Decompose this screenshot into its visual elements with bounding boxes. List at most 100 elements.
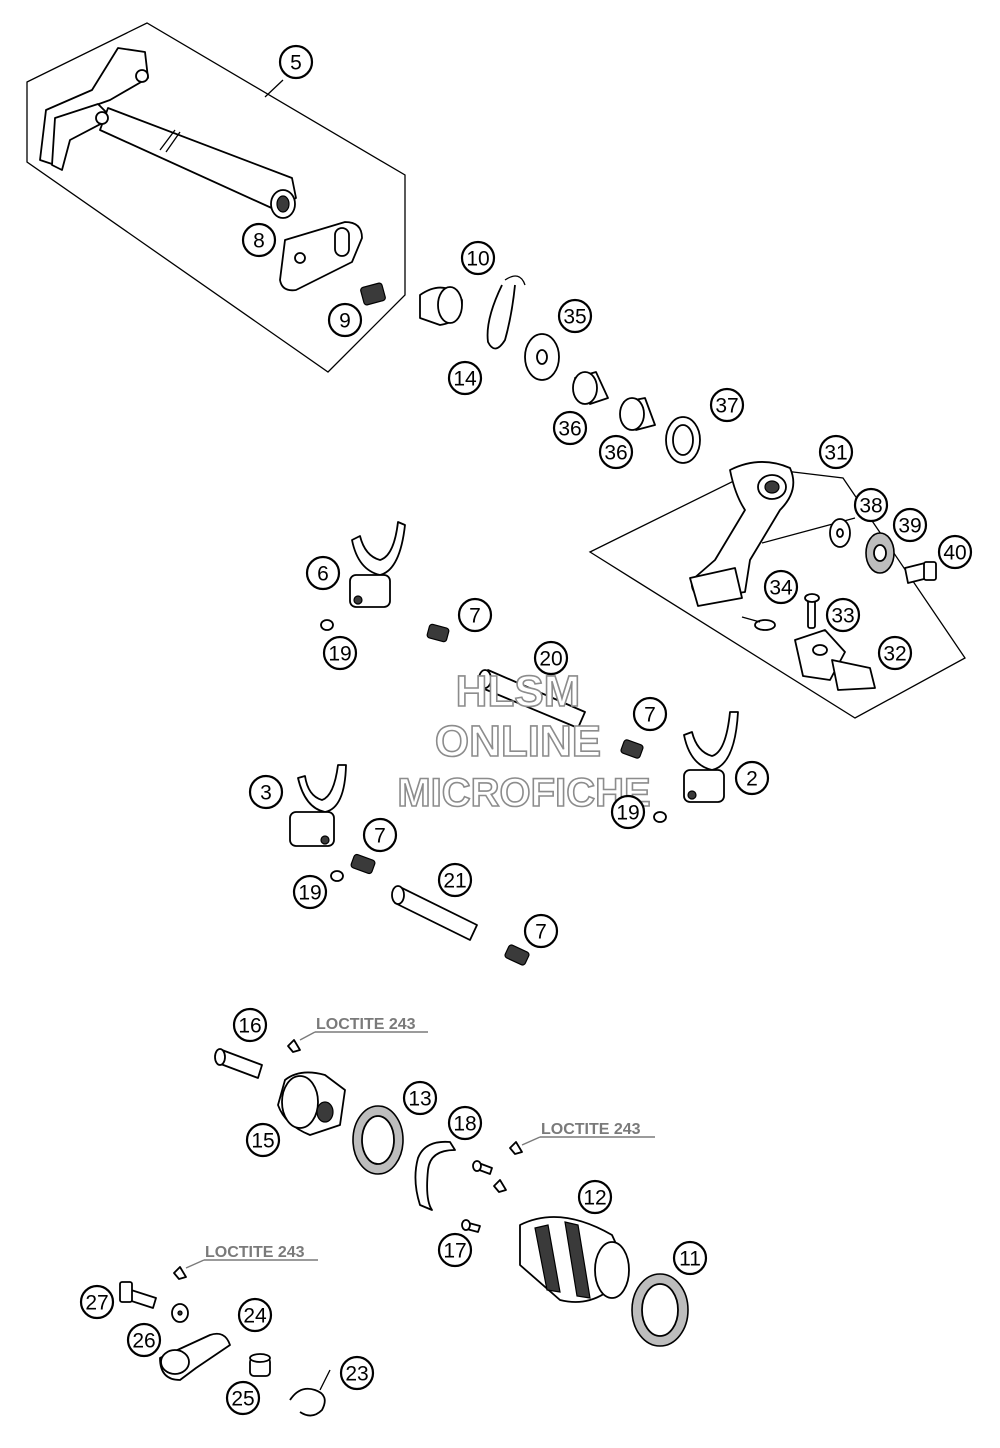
callout-27: 27	[79, 1284, 115, 1320]
spring-clip-14-part	[486, 275, 526, 350]
spring-7c-part	[350, 853, 376, 875]
loctite-note-1: LOCTITE 243	[299, 1016, 428, 1041]
loctite-note-3: LOCTITE 243	[185, 1244, 318, 1269]
pin-33-part	[804, 593, 820, 629]
screw-17a-part	[472, 1160, 493, 1175]
loctite-note-1-text: LOCTITE 243	[316, 1016, 416, 1033]
bolt-27-part	[119, 1281, 157, 1309]
spring-7b-part	[620, 739, 644, 759]
callout-38: 38	[853, 487, 889, 523]
svg-text:32: 32	[883, 643, 906, 666]
clip-34-part	[741, 616, 776, 631]
roller-19a-part	[320, 619, 334, 631]
callout-7b: 7	[632, 696, 668, 732]
roller-19c-part	[330, 870, 344, 882]
clip-10-part	[419, 286, 463, 326]
bolt-40-part	[904, 561, 937, 584]
watermark: HLSM ONLINE MICROFICHE	[397, 666, 652, 816]
shift-fork-3-part	[289, 764, 347, 847]
svg-text:36: 36	[604, 442, 627, 465]
svg-text:34: 34	[769, 577, 793, 600]
svg-text:27: 27	[85, 1292, 108, 1315]
callout-21: 21	[437, 862, 473, 898]
callout-32: 32	[877, 635, 913, 671]
watermark-line-3: MICROFICHE	[397, 771, 650, 815]
svg-text:12: 12	[583, 1187, 606, 1210]
shift-shaft-group-outline	[26, 22, 406, 373]
shift-drum-12-part	[519, 1216, 630, 1303]
svg-text:18: 18	[453, 1113, 476, 1136]
svg-text:7: 7	[644, 704, 656, 727]
svg-text:19: 19	[298, 882, 321, 905]
shift-lever-group-outline	[588, 467, 966, 719]
bushing-36a-part	[572, 371, 609, 405]
loctite-drop-1-icon	[287, 1039, 301, 1053]
svg-text:5: 5	[290, 52, 302, 75]
callout-15: 15	[245, 1122, 281, 1158]
svg-text:17: 17	[443, 1240, 466, 1263]
loctite-drop-2-icon	[509, 1141, 523, 1155]
svg-text:31: 31	[824, 442, 847, 465]
callout-26: 26	[126, 1322, 162, 1358]
return-plate-part	[279, 221, 363, 292]
shift-rail-20-part	[478, 669, 586, 729]
svg-text:14: 14	[453, 368, 477, 391]
shift-lever-31-part	[689, 461, 795, 607]
svg-text:3: 3	[260, 782, 272, 805]
svg-text:21: 21	[443, 870, 466, 893]
loctite-note-2: LOCTITE 243	[521, 1121, 655, 1146]
callout-14: 14	[447, 360, 483, 396]
loctite-note-2-text: LOCTITE 243	[541, 1121, 641, 1138]
shift-drum-locator-15-part	[277, 1071, 346, 1136]
seal-37-part	[665, 416, 701, 464]
watermark-line-1: HLSM	[456, 667, 581, 716]
washer-38-part	[829, 518, 851, 548]
locking-lever-26-part	[159, 1332, 231, 1381]
svg-text:9: 9	[339, 310, 351, 333]
callout-18: 18	[447, 1105, 483, 1141]
callout-13: 13	[402, 1080, 438, 1116]
svg-text:40: 40	[943, 542, 966, 565]
callout-40: 40	[937, 534, 973, 570]
callout-34: 34	[763, 569, 799, 605]
spring-9-part	[360, 282, 386, 306]
svg-text:26: 26	[132, 1330, 155, 1353]
shift-fork-6-part	[349, 521, 406, 608]
svg-text:7: 7	[469, 605, 481, 628]
bearing-13-part	[352, 1105, 404, 1175]
svg-text:33: 33	[831, 605, 854, 628]
callout-24: 24	[237, 1297, 273, 1333]
callout-36b: 36	[598, 434, 634, 470]
callout-7d: 7	[523, 913, 559, 949]
callout-37: 37	[709, 387, 745, 423]
shift-rail-21-part	[391, 885, 478, 941]
screw-17b-part	[461, 1219, 481, 1233]
torsion-spring-23-part	[289, 1369, 331, 1417]
svg-text:13: 13	[408, 1088, 431, 1111]
callout-12: 12	[577, 1179, 613, 1215]
bearing-11-part	[631, 1273, 689, 1347]
washer-35-part	[524, 333, 560, 381]
callout-8: 8	[241, 222, 277, 258]
shift-fork-2-part	[683, 711, 739, 803]
spring-7a-part	[426, 623, 450, 643]
callout-36a: 36	[552, 410, 588, 446]
callout-17: 17	[437, 1232, 473, 1268]
svg-text:11: 11	[679, 1248, 701, 1271]
callout-5: 5	[278, 44, 314, 80]
callout-11: 11	[672, 1240, 708, 1276]
callout-25: 25	[225, 1380, 261, 1416]
svg-text:16: 16	[238, 1015, 261, 1038]
callout-33: 33	[825, 597, 861, 633]
callout-9: 9	[327, 302, 363, 338]
roller-25-part	[249, 1353, 271, 1377]
watermark-line-2: ONLINE	[435, 717, 601, 766]
loctite-drop-4-icon	[173, 1266, 187, 1280]
loctite-drop-3-icon	[493, 1179, 507, 1193]
svg-text:36: 36	[558, 418, 581, 441]
shift-shaft-part	[39, 47, 297, 219]
callout-19b: 19	[610, 794, 646, 830]
callout-35: 35	[557, 298, 593, 334]
svg-text:39: 39	[898, 515, 921, 538]
svg-text:25: 25	[231, 1388, 254, 1411]
